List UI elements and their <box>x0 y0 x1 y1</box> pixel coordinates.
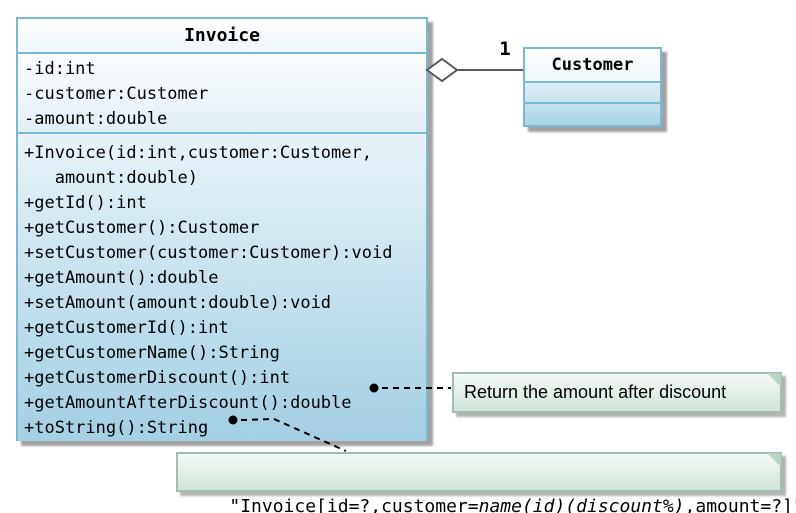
method-line: +setCustomer(customer:Customer):void <box>24 243 393 263</box>
invoice-class-box: Invoice -id:int -customer:Customer -amount… <box>16 17 428 441</box>
tostring-note-text-segment: name(id)(discount%) <box>478 496 685 513</box>
method-line: +getCustomerDiscount():int <box>24 368 291 388</box>
customer-class-name: Customer <box>525 49 660 83</box>
note-fold-icon <box>767 373 781 387</box>
customer-class-box: Customer <box>523 47 662 127</box>
tostring-note-text-segment: "Invoice[id=?,customer= <box>229 496 479 513</box>
method-line: +getCustomerId():int <box>24 318 229 338</box>
tostring-note: "Invoice[id=?,customer=name(id)(discount… <box>176 452 796 513</box>
customer-attributes-compartment <box>525 83 660 104</box>
invoice-class-name: Invoice <box>18 19 426 54</box>
method-line: +getAmount():double <box>24 268 219 288</box>
method-line: +getAmountAfterDiscount():double <box>24 393 352 413</box>
attribute-line: -amount:double <box>24 109 168 129</box>
invoice-attributes-compartment: -id:int -customer:Customer -amount:double <box>18 54 426 134</box>
attribute-line: -customer:Customer <box>24 84 209 104</box>
multiplicity-label: 1 <box>499 38 511 60</box>
discount-note-text: Return the amount after discount <box>464 382 727 402</box>
method-line: +setAmount(amount:double):void <box>24 293 332 313</box>
method-line: +Invoice(id:int,customer:Customer, <box>24 143 372 163</box>
customer-methods-compartment <box>525 104 660 125</box>
tostring-note-text-segment: ,amount=?]" <box>684 496 796 513</box>
invoice-methods-compartment: +Invoice(id:int,customer:Customer, amoun… <box>18 134 426 441</box>
attribute-line: -id:int <box>24 59 96 79</box>
method-line: +getCustomerName():String <box>24 343 280 363</box>
discount-note: Return the amount after discount <box>452 372 782 413</box>
aggregation-diamond-icon <box>425 57 459 83</box>
method-line: +getId():int <box>24 193 147 213</box>
note-fold-icon <box>767 453 781 467</box>
method-line: amount:double) <box>24 168 198 188</box>
method-line: +getCustomer():Customer <box>24 218 260 238</box>
method-line: +toString():String <box>24 418 209 438</box>
